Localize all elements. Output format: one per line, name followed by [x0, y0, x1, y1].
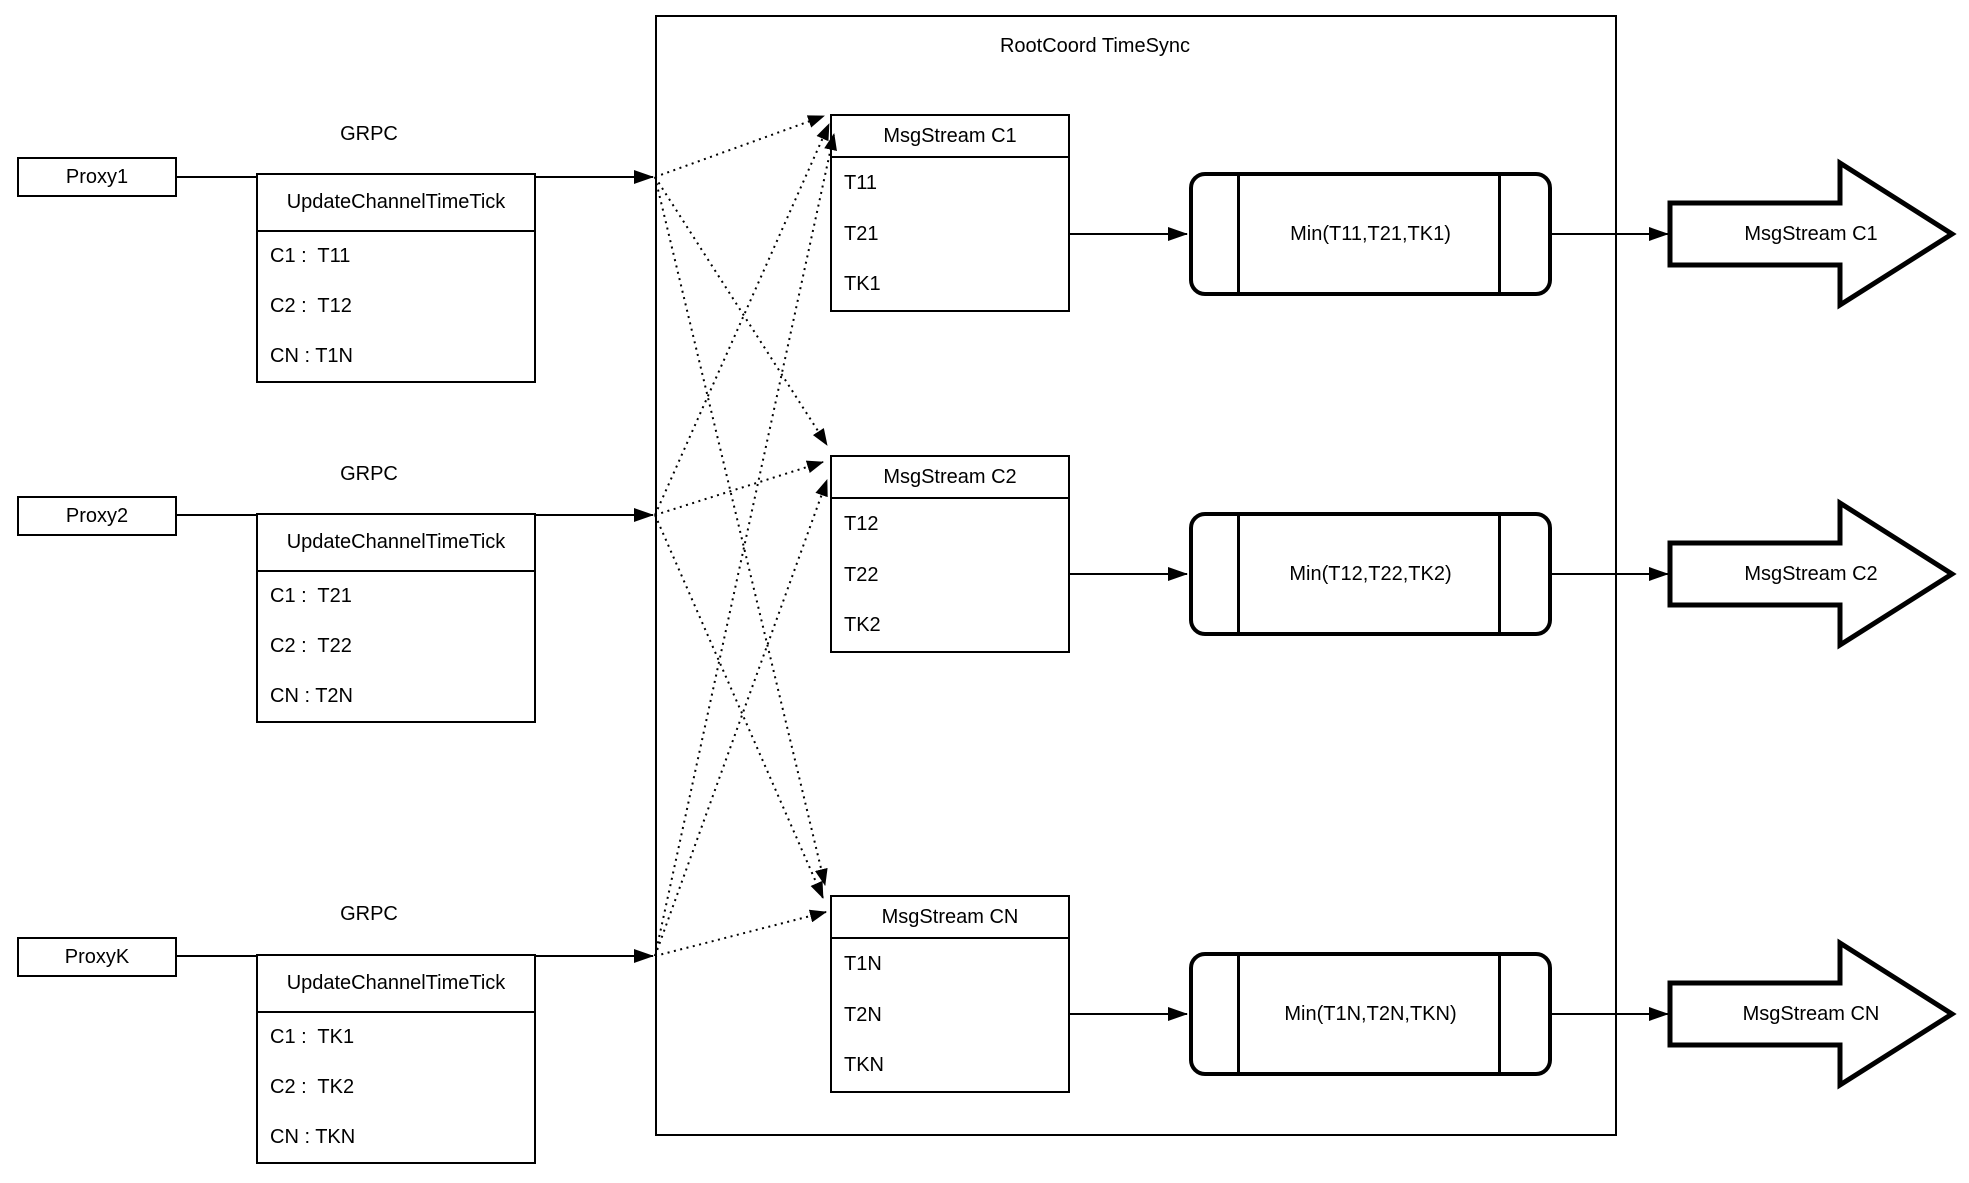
tick-row: CN : T1N — [270, 344, 353, 367]
tick-table-body: C1 : T21 C2 : T22 CN : T2N — [258, 572, 534, 721]
output-arrow-label-c2: MsgStream C2 — [1744, 562, 1878, 585]
stream-row: T11 — [844, 171, 877, 194]
min-box-c1: Min(T11,T21,TK1) — [1189, 172, 1552, 296]
tick-row: C2 : T22 — [270, 635, 352, 657]
tick-table-header: UpdateChannelTimeTick — [258, 515, 534, 572]
tick-table-header: UpdateChannelTimeTick — [258, 175, 534, 232]
grpc-label-2: GRPC — [340, 463, 398, 485]
stream-table-header: MsgStream C1 — [832, 116, 1068, 158]
tick-row: C1 : T21 — [270, 585, 352, 608]
stream-table-header: MsgStream C2 — [832, 457, 1068, 499]
stream-row: TK1 — [844, 273, 881, 296]
stream-table-header: MsgStream CN — [832, 897, 1068, 939]
stream-row: TKN — [844, 1054, 884, 1077]
tick-row: C1 : TK1 — [270, 1026, 355, 1049]
proxy2-box: Proxy2 — [17, 496, 177, 536]
tick-table-header: UpdateChannelTimeTick — [258, 956, 534, 1013]
tick-table-proxy2: UpdateChannelTimeTick C1 : T21 C2 : T22 … — [256, 513, 536, 723]
min-box-left-bar — [1237, 956, 1240, 1072]
tick-row: C2 : TK2 — [270, 1076, 355, 1098]
min-label: Min(T11,T21,TK1) — [1290, 222, 1451, 245]
proxyk-box: ProxyK — [17, 937, 177, 977]
stream-row: TK2 — [844, 614, 881, 637]
min-box-left-bar — [1237, 176, 1240, 292]
stream-row: T22 — [844, 563, 879, 586]
stream-table-body: T11 T21 TK1 — [832, 158, 1068, 310]
output-arrow-label-cn: MsgStream CN — [1742, 1002, 1880, 1025]
min-label: Min(T1N,T2N,TKN) — [1284, 1002, 1457, 1025]
min-box-left-bar — [1237, 516, 1240, 632]
proxy1-label: Proxy1 — [65, 165, 129, 188]
tick-row: CN : T2N — [270, 684, 353, 707]
stream-table-c1: MsgStream C1 T11 T21 TK1 — [830, 114, 1070, 312]
stream-row: T2N — [844, 1003, 882, 1026]
stream-row: T21 — [844, 222, 879, 245]
stream-row: T12 — [844, 512, 879, 535]
stream-table-body: T1N T2N TKN — [832, 939, 1068, 1091]
min-label: Min(T12,T22,TK2) — [1289, 562, 1452, 585]
stream-table-cn: MsgStream CN T1N T2N TKN — [830, 895, 1070, 1093]
proxy1-box: Proxy1 — [17, 157, 177, 197]
stream-table-c2: MsgStream C2 T12 T22 TK2 — [830, 455, 1070, 653]
min-box-c2: Min(T12,T22,TK2) — [1189, 512, 1552, 636]
min-box-right-bar — [1498, 956, 1501, 1072]
tick-row: CN : TKN — [270, 1125, 356, 1148]
tick-table-proxy1: UpdateChannelTimeTick C1 : T11 C2 : T12 … — [256, 173, 536, 383]
output-arrow-label-c1: MsgStream C1 — [1744, 222, 1878, 245]
tick-table-body: C1 : T11 C2 : T12 CN : T1N — [258, 232, 534, 381]
grpc-label-3: GRPC — [340, 903, 398, 925]
tick-row: C2 : T12 — [270, 295, 352, 317]
rootcoord-title: RootCoord TimeSync — [999, 35, 1191, 57]
tick-table-body: C1 : TK1 C2 : TK2 CN : TKN — [258, 1013, 534, 1162]
stream-table-body: T12 T22 TK2 — [832, 499, 1068, 651]
tick-row: C1 : T11 — [270, 245, 351, 268]
proxy2-label: Proxy2 — [65, 504, 129, 527]
min-box-right-bar — [1498, 176, 1501, 292]
min-box-cn: Min(T1N,T2N,TKN) — [1189, 952, 1552, 1076]
min-box-right-bar — [1498, 516, 1501, 632]
tick-table-proxyk: UpdateChannelTimeTick C1 : TK1 C2 : TK2 … — [256, 954, 536, 1164]
grpc-label-1: GRPC — [340, 123, 398, 145]
proxyk-label: ProxyK — [64, 945, 130, 968]
stream-row: T1N — [844, 952, 882, 975]
